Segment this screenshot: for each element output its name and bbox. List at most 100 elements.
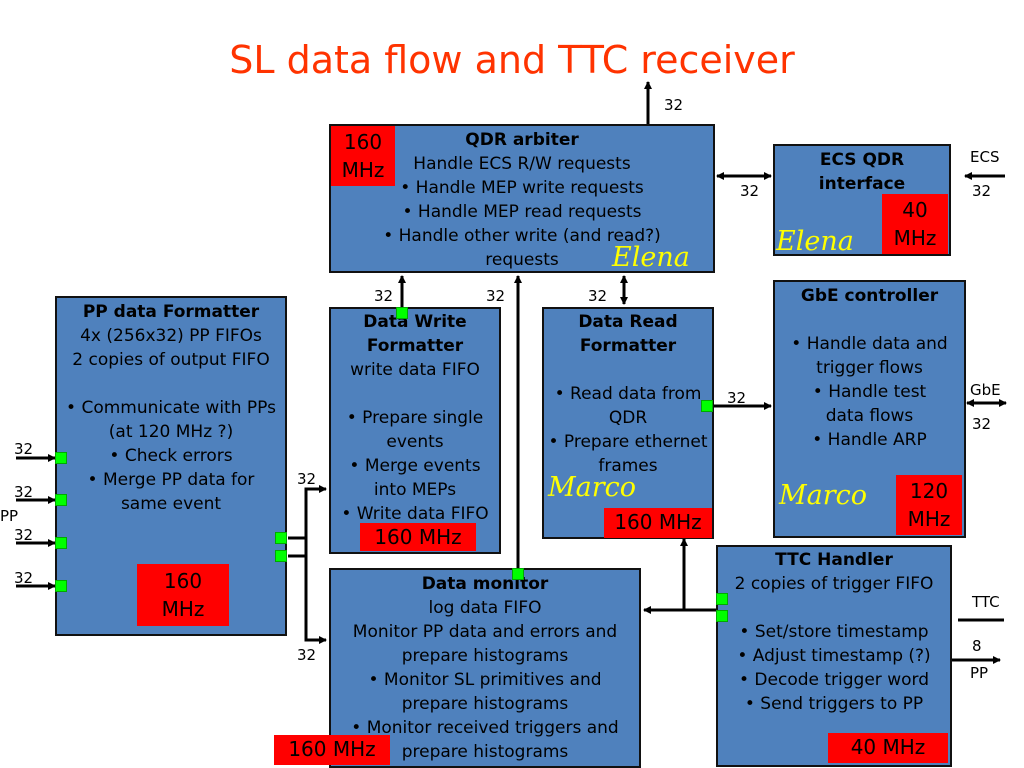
ttc-title: TTC Handler [775,550,893,570]
ecs-owner: Elena [776,226,854,257]
label-dwf-qdr: 32 [374,287,394,305]
ppf-line: (at 120 MHz ?) [108,422,234,442]
ppf-line: same event [120,494,222,514]
gbe-owner: Marco [779,480,868,511]
drf-clock-badge: 160 MHz [604,508,712,538]
port-drf-gbe [701,400,713,412]
dm-line: prepare histograms [401,742,569,762]
label-gbe-ext: GbE [970,381,1001,399]
label-ttc-in: TTC [972,593,1000,611]
qdr-line: Handle ECS R/W requests [413,154,631,174]
label-qdr-out: 32 [664,96,684,114]
port-pp-in-3 [55,537,67,549]
ttc-clock-badge: 40 MHz [828,733,948,763]
dm-line: prepare histograms [401,694,569,714]
gbe-clock-badge: 120 MHz [896,475,962,535]
qdr-title: QDR arbiter [465,130,579,150]
port-pp-in-2 [55,494,67,506]
gbe-line: data flows [825,406,914,426]
ppf-title: PP data Formatter [82,302,260,322]
drf-owner: Marco [548,472,637,503]
ppf-clock-badge: 160 MHz [137,564,229,626]
data-read-formatter-box: Data Read Formatter • Read data from QDR… [542,307,714,539]
port-dwf-qdr [396,307,408,319]
dwf-clock-badge: 160 MHz [360,523,476,551]
label-ppf-dwf: 32 [297,470,317,488]
qdr-clock-badge: 160 MHz [331,126,395,186]
label-ttc-pp-name: PP [970,664,989,682]
data-write-formatter-box: Data Write Formatter write data FIFO • P… [329,307,501,554]
port-dm-qdr [512,568,524,580]
dwf-line: write data FIFO [350,360,480,380]
dm-clock-badge: 160 MHz [274,735,390,765]
dm-line: Monitor PP data and errors and [352,622,618,642]
dwf-title: Formatter [366,336,464,356]
port-ppf-out-2 [275,550,287,562]
label-ppf-dm: 32 [297,646,317,664]
ppf-line: 4x (256x32) PP FIFOs [80,326,262,346]
port-ttc-2 [716,610,728,622]
gbe-line: trigger flows [816,358,923,378]
qdr-owner: Elena [612,242,690,273]
ttc-handler-box: TTC Handler 2 copies of trigger FIFO • S… [716,545,952,767]
gbe-title: GbE controller [800,286,939,306]
ecs-clock-badge: 40 MHz [882,194,948,254]
dwf-line: events [386,432,444,452]
dm-line: prepare histograms [401,646,569,666]
port-pp-in-1 [55,452,67,464]
dwf-title: Data Write [363,312,467,332]
ttc-line: • Adjust timestamp (?) [737,646,931,666]
ttc-line: • Set/store timestamp [739,622,929,642]
drf-title: Data Read [578,312,678,332]
label-gbe-ext-width: 32 [972,415,992,433]
ppf-line: • Check errors [109,446,233,466]
port-pp-in-4 [55,580,67,592]
label-pp-in-name: PP [0,507,19,525]
qdr-line: requests [485,250,559,270]
dm-line: • Monitor received triggers and [351,718,619,738]
port-ttc-1 [716,593,728,605]
label-pp-in-4: 32 [14,569,34,587]
drf-title: Formatter [579,336,677,356]
drf-line: QDR [608,408,648,428]
gbe-line: • Handle test [812,382,927,402]
dwf-line: into MEPs [373,480,457,500]
dm-title: Data monitor [421,574,549,594]
label-dm-qdr: 32 [486,287,506,305]
label-ecs-in: ECS [970,148,1000,166]
ttc-line: • Send triggers to PP [744,694,924,714]
ppf-line: 2 copies of output FIFO [72,350,270,370]
label-pp-in-2: 32 [14,483,34,501]
drf-line: • Prepare ethernet [548,432,708,452]
dm-line: log data FIFO [428,598,542,618]
wire-ppf-dwf [288,485,327,558]
label-pp-in-1: 32 [14,440,34,458]
label-drf-qdr: 32 [588,287,608,305]
label-drf-gbe: 32 [727,389,747,407]
drf-line: frames [598,456,658,476]
ttc-line: 2 copies of trigger FIFO [734,574,934,594]
page-title: SL data flow and TTC receiver [229,38,795,82]
ppf-line: • Communicate with PPs [66,398,276,418]
dwf-line: • Prepare single [346,408,484,428]
label-ttc-pp-width: 8 [972,637,982,655]
qdr-line: • Handle MEP read requests [402,202,642,222]
port-ppf-out-1 [275,532,287,544]
drf-line: • Read data from [554,384,702,404]
qdr-line: • Handle MEP write requests [400,178,644,198]
label-ecs-in-width: 32 [972,182,992,200]
gbe-line: • Handle data and [791,334,948,354]
dm-line: • Monitor SL primitives and [368,670,602,690]
label-pp-in-3: 32 [14,526,34,544]
ecs-title: interface [818,174,906,194]
gbe-line: • Handle ARP [812,430,927,450]
data-monitor-box: Data monitor log data FIFO Monitor PP da… [329,568,641,768]
ttc-line: • Decode trigger word [739,670,929,690]
dwf-line: • Write data FIFO [341,504,489,524]
ecs-title: ECS QDR [819,150,905,170]
dwf-line: • Merge events [349,456,481,476]
ppf-line: • Merge PP data for [87,470,255,490]
wire-ppf-dwf-dm [288,536,327,644]
label-qdr-ecs: 32 [740,182,760,200]
